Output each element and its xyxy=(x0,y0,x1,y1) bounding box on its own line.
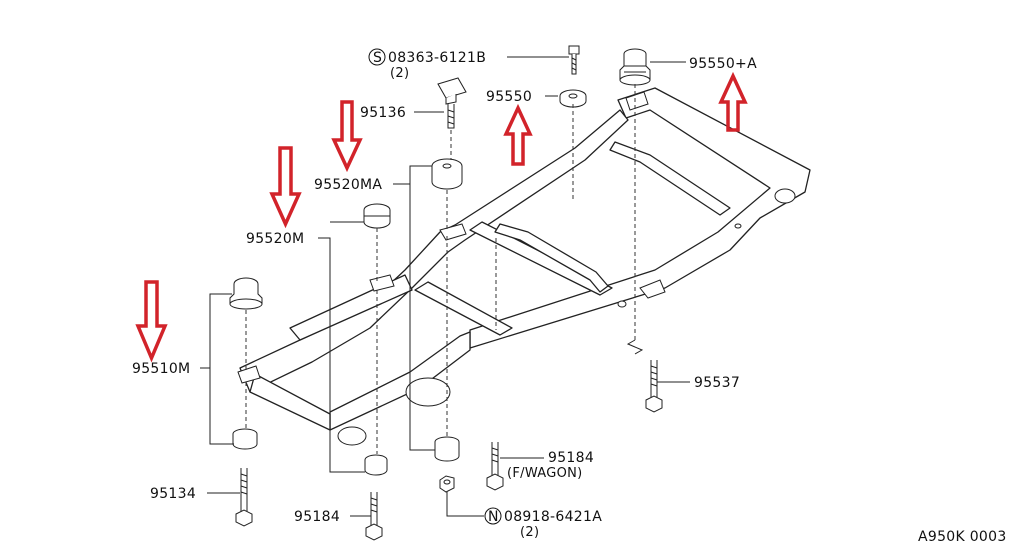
cushion-95510m xyxy=(229,277,263,310)
label-95510m: 95510M xyxy=(132,361,190,377)
screw-08363 xyxy=(568,45,580,75)
lower-cushion-95520ma xyxy=(434,436,460,462)
label-95520m: 95520M xyxy=(246,231,304,247)
bolt-95184-wagon xyxy=(486,442,504,491)
label-95184-wagon: 95184 xyxy=(548,450,594,466)
arrow-up-95550a xyxy=(718,71,748,132)
label-95184: 95184 xyxy=(294,509,340,525)
mount-parts xyxy=(229,45,663,541)
lower-cushion-95520m xyxy=(364,454,388,476)
cushion-95520ma xyxy=(431,158,463,190)
diagram-code: A950K 0003 xyxy=(918,529,1007,545)
nut-prefix: N xyxy=(488,509,499,525)
bracket-95136 xyxy=(437,77,467,129)
label-95537: 95537 xyxy=(694,375,740,391)
lower-cushion-95510m xyxy=(232,428,258,450)
bolt-95184 xyxy=(365,492,383,541)
label-95550a: 95550+A xyxy=(689,56,757,72)
screw-prefix: S xyxy=(373,50,382,66)
cushion-95520m xyxy=(363,203,391,229)
screw-label: S 08363-6121B (2) xyxy=(368,48,486,81)
arrow-up-95550 xyxy=(503,103,533,166)
arrow-down-95520m xyxy=(269,146,302,229)
label-95550: 95550 xyxy=(486,89,532,105)
nut-label: N 08918-6421A (2) xyxy=(484,507,602,540)
label-95520ma: 95520MA xyxy=(314,177,382,193)
screw-quantity: (2) xyxy=(390,66,409,81)
nut-quantity: (2) xyxy=(520,525,539,540)
annotation-arrows xyxy=(135,71,748,363)
arrow-down-95520ma xyxy=(331,100,363,173)
wagon-note: (F/WAGON) xyxy=(507,466,583,481)
label-95134: 95134 xyxy=(150,486,196,502)
arrow-down-95510m xyxy=(135,280,168,363)
nut-08918 xyxy=(439,475,455,493)
bolt-95134 xyxy=(235,468,253,527)
cushion-95550a xyxy=(619,48,651,86)
part-labels: S 08363-6121B (2) 95550 95550+A 95136 95… xyxy=(132,48,1007,545)
vehicle-frame xyxy=(237,87,811,446)
leader-lines xyxy=(200,56,690,517)
nut-part-number: 08918-6421A xyxy=(504,509,602,525)
bolt-95537 xyxy=(645,360,663,413)
label-95136: 95136 xyxy=(360,105,406,121)
screw-part-number: 08363-6121B xyxy=(388,50,486,66)
alignment-lines xyxy=(245,84,644,454)
